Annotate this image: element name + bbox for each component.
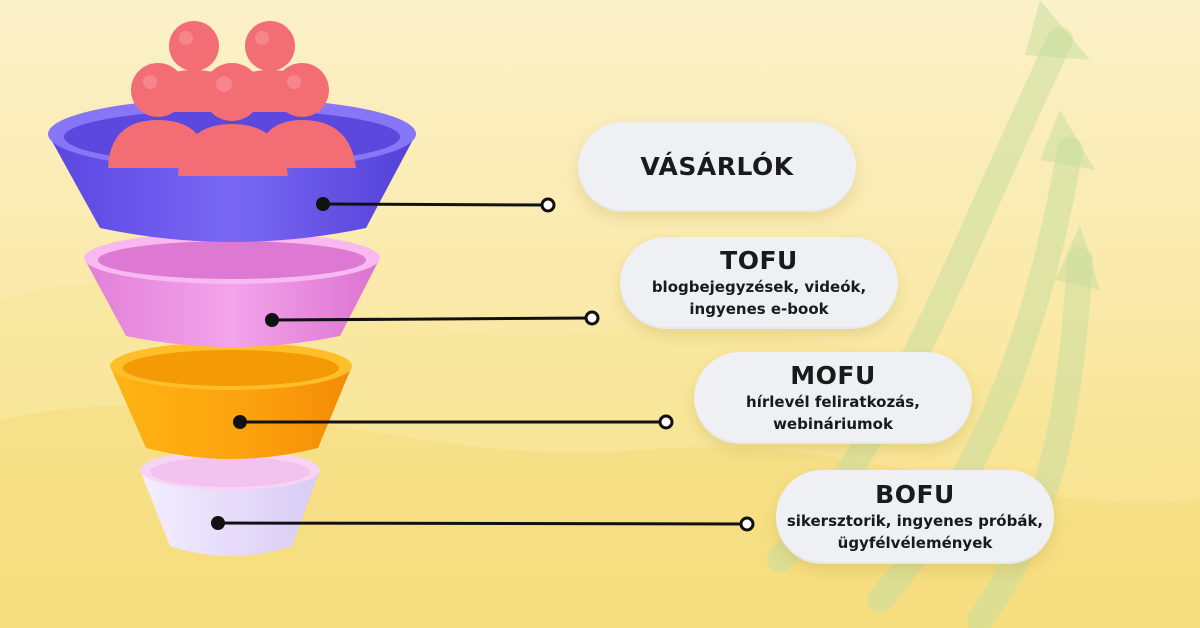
stage-description-line: sikersztorik, ingyenes próbák, — [786, 512, 1044, 530]
funnel-tier-bofu — [140, 450, 320, 556]
stage-label-mofu: MOFU hírlevél feliratkozás, webináriumok — [694, 352, 972, 444]
connector-bofu — [211, 516, 755, 532]
growth-arrow-icon — [1025, 0, 1090, 60]
connector-mofu — [233, 414, 674, 430]
stage-description-line: ügyfélvélemények — [837, 534, 993, 552]
stage-label-bofu: BOFU sikersztorik, ingyenes próbák, ügyf… — [776, 470, 1054, 564]
stage-title: TOFU — [720, 246, 798, 275]
stage-description-line: hírlevél feliratkozás, — [746, 393, 920, 411]
stage-label-tofu: TOFU blogbejegyzések, videók, ingyenes e… — [620, 237, 898, 329]
stage-label-vasarlok: VÁSÁRLÓK — [578, 122, 856, 212]
stage-title: MOFU — [790, 361, 876, 390]
stage-description-line: ingyenes e-book — [689, 300, 829, 318]
connector-tofu — [265, 310, 600, 327]
growth-arrow-icon — [1040, 110, 1095, 170]
stage-title: BOFU — [875, 480, 955, 509]
people-group-icon — [108, 21, 356, 176]
funnel-tier-mofu — [110, 342, 352, 459]
connector-vasarlok — [316, 197, 556, 213]
stage-description-line: webináriumok — [773, 415, 893, 433]
stage-description-line: blogbejegyzések, videók, — [651, 278, 867, 296]
funnel-tier-tofu — [84, 232, 380, 347]
growth-arrow-icon — [1055, 225, 1100, 290]
stage-title: VÁSÁRLÓK — [640, 152, 794, 181]
